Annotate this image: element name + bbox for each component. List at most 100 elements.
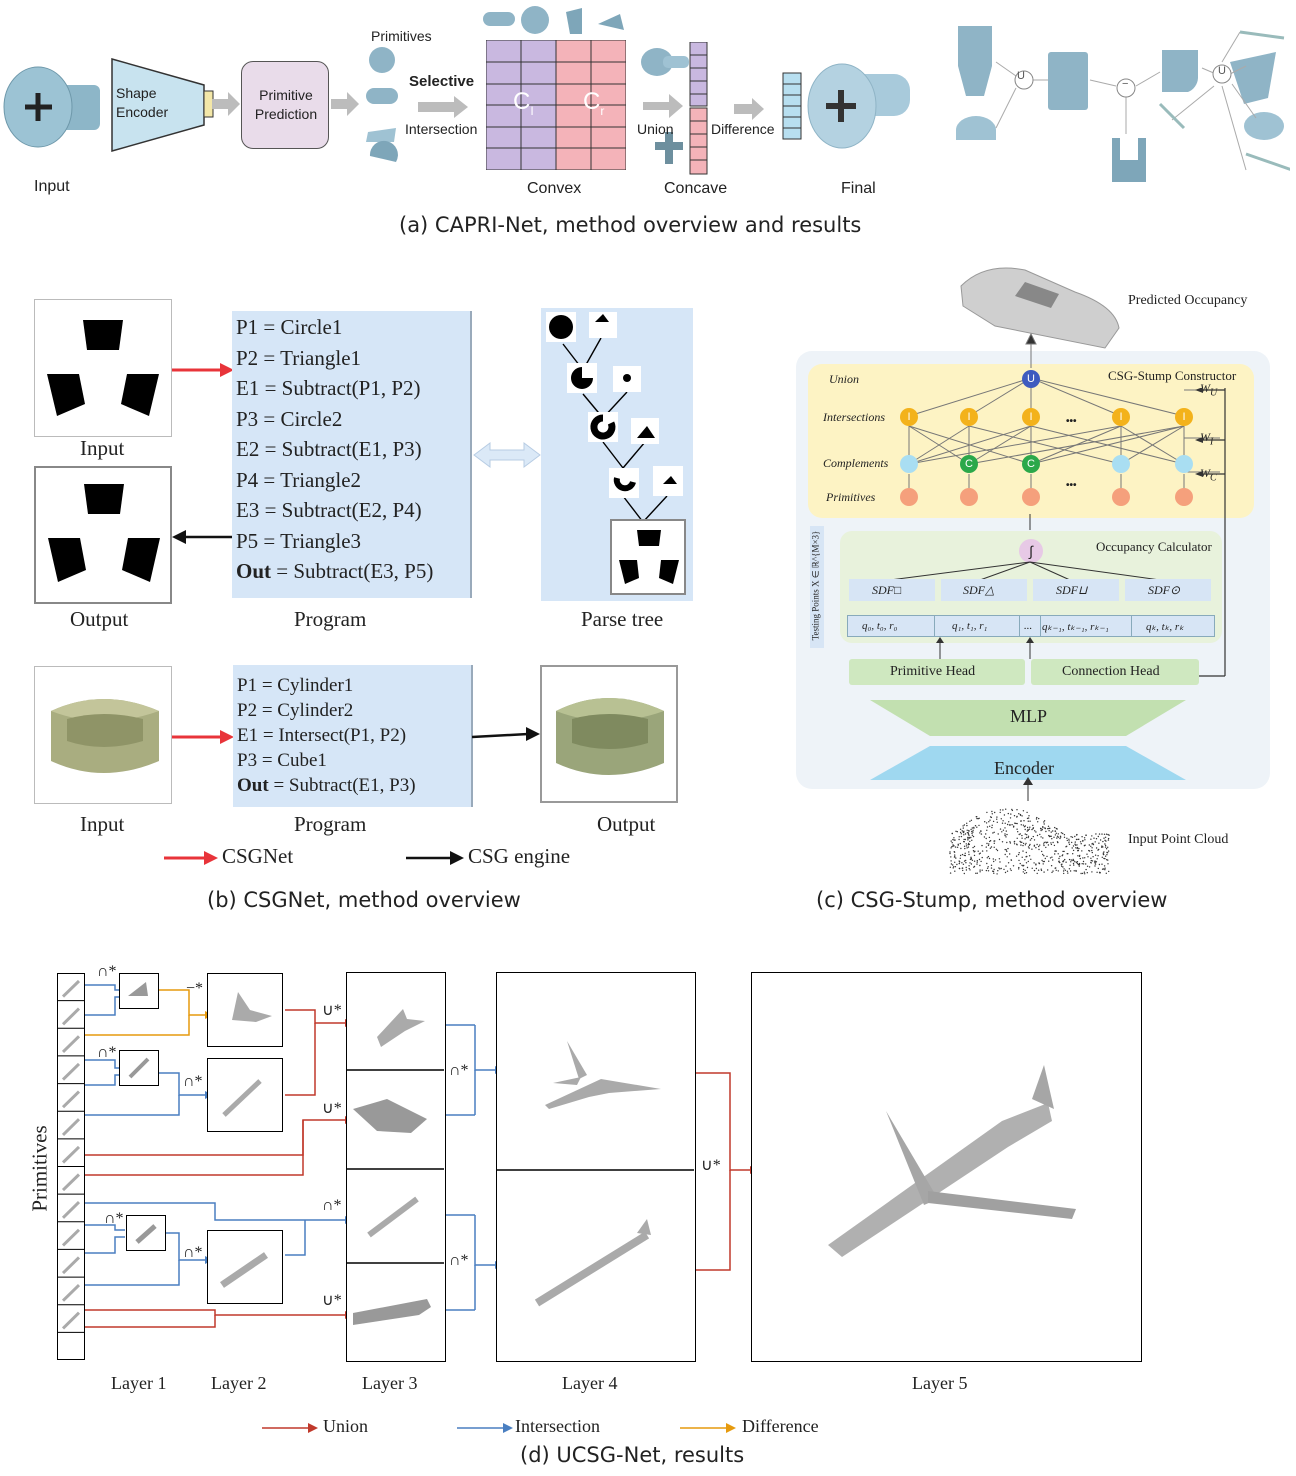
point xyxy=(1036,843,1038,846)
point xyxy=(1018,833,1020,836)
primitive-shapes xyxy=(366,47,398,162)
point xyxy=(971,834,974,836)
point xyxy=(1070,861,1072,863)
point xyxy=(1097,867,1099,870)
primitive-thumb xyxy=(61,1062,81,1081)
point xyxy=(1031,828,1033,831)
point xyxy=(989,819,991,821)
point xyxy=(950,863,953,865)
point xyxy=(1032,835,1034,838)
point xyxy=(1081,872,1084,875)
point xyxy=(970,836,972,839)
predicted-car-image xyxy=(960,267,1120,349)
caption-a: (a) CAPRI-Net, method overview and resul… xyxy=(399,213,862,237)
point xyxy=(1001,841,1004,843)
point xyxy=(1063,834,1066,836)
point xyxy=(1047,844,1050,846)
point xyxy=(974,825,977,827)
point xyxy=(955,857,957,859)
point xyxy=(1024,838,1026,840)
sofa-voxel-image xyxy=(51,699,159,773)
point xyxy=(1072,859,1074,862)
point xyxy=(1107,839,1110,841)
point xyxy=(1093,837,1095,839)
point xyxy=(985,833,987,835)
point xyxy=(972,846,974,849)
point xyxy=(1013,840,1016,843)
input-point-cloud-label: Input Point Cloud xyxy=(1128,832,1229,847)
point xyxy=(1095,847,1098,849)
point xyxy=(1006,870,1009,872)
program-line: P3 = Cube1 xyxy=(237,750,327,771)
point xyxy=(1015,855,1018,857)
complement-node xyxy=(900,455,918,473)
point xyxy=(1022,824,1025,826)
op-intersection: ∩* xyxy=(97,963,117,980)
intersection-node: I xyxy=(1022,408,1040,426)
point xyxy=(1027,829,1029,831)
point xyxy=(1106,854,1108,856)
point xyxy=(963,860,966,862)
point xyxy=(1055,850,1057,852)
input-point-cloud-image xyxy=(949,808,1110,875)
point xyxy=(1058,857,1060,860)
point xyxy=(1025,836,1028,839)
point xyxy=(992,820,995,823)
point xyxy=(1066,837,1068,839)
point xyxy=(1094,863,1097,865)
complements-level-label: Complements xyxy=(823,456,889,470)
wu-label: WU xyxy=(1200,381,1218,399)
point xyxy=(1011,824,1013,826)
point xyxy=(988,857,991,860)
program-label-b: Program xyxy=(294,607,367,631)
point xyxy=(976,872,978,874)
point xyxy=(1018,868,1020,870)
point xyxy=(1043,841,1045,844)
point xyxy=(1015,822,1017,825)
point xyxy=(1016,837,1018,839)
point xyxy=(1079,854,1081,857)
point xyxy=(1027,817,1030,819)
point xyxy=(1035,847,1037,849)
point xyxy=(981,850,984,852)
point xyxy=(1040,869,1043,872)
point xyxy=(955,830,957,832)
point xyxy=(951,842,953,844)
point xyxy=(992,870,995,873)
point xyxy=(1074,835,1076,838)
point xyxy=(986,829,988,831)
point xyxy=(1024,833,1026,835)
point xyxy=(1058,861,1060,863)
point xyxy=(1029,826,1031,828)
point xyxy=(973,866,975,868)
wi-label: WI xyxy=(1200,430,1214,448)
testing-points-label: Testing Points X ∈ ℝ^{M×3} xyxy=(810,530,821,641)
point xyxy=(994,811,996,814)
point xyxy=(1075,847,1077,849)
point xyxy=(1054,850,1056,852)
point xyxy=(1090,845,1092,847)
point xyxy=(1007,812,1009,815)
q-cell: q₀, t₀, r₀ xyxy=(862,620,898,632)
point xyxy=(1078,864,1080,866)
point xyxy=(989,825,991,827)
program-1-lines: P1 = Circle1 P2 = Triangle1 E1 = Subtrac… xyxy=(232,311,470,587)
shape-encoder-block xyxy=(111,58,214,152)
program-2-lines: P1 = Cylinder1 P2 = Cylinder2 E1 = Inter… xyxy=(233,665,471,798)
point xyxy=(1050,865,1053,867)
point xyxy=(1057,833,1059,835)
union-stage xyxy=(641,42,708,175)
intersection-node: I xyxy=(900,408,918,426)
point xyxy=(1076,833,1078,836)
point xyxy=(1020,820,1022,822)
point xyxy=(953,866,955,868)
point xyxy=(1074,843,1076,845)
point xyxy=(1076,861,1079,863)
input-3d-box xyxy=(34,666,172,804)
program-line: P1 = Circle1 xyxy=(236,315,343,339)
point xyxy=(993,831,995,833)
point xyxy=(1107,837,1110,840)
ci-label: CI xyxy=(513,88,534,118)
final-bar xyxy=(782,72,802,140)
point xyxy=(961,867,963,869)
